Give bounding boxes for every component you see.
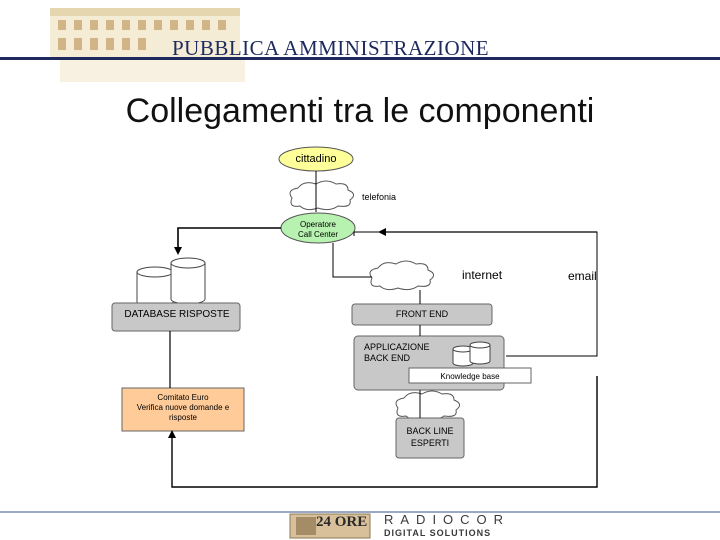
back-line-line-2: ESPERTI [410,438,450,448]
header-graphic [0,8,720,82]
front-end-box [351,303,493,326]
cittadino-label: cittadino [295,153,337,165]
link-loop-comitato [168,376,598,488]
knowledge-base-label: Knowledge base [440,372,500,381]
comitato-label: Comitato Euro Verifica nuove domande e r… [122,393,244,423]
slide-title: Collegamenti tra le componenti [125,92,595,130]
app-back-end-line-2: BACK END [364,353,411,363]
database-icon [136,257,206,308]
header-title: PUBBLICA AMMINISTRAZIONE [172,36,490,60]
knowledge-base-box [408,367,532,384]
internet-cloud-icon [369,260,434,291]
comitato-line-1: Comitato Euro [157,393,209,402]
back-line-label: BACK LINE ESPERTI [396,425,464,449]
link-operatore-internet [332,243,372,278]
back-line-box [395,417,465,459]
footer-brand-sub: DIGITAL SOLUTIONS [384,528,492,538]
comitato-line-3: risposte [168,413,197,422]
telefonia-label: telefonia [362,192,397,202]
comitato-box [121,387,245,432]
app-back-end-label: APPLICAZIONE BACK END [364,342,430,364]
link-operatore-database [174,227,281,255]
database-box [111,302,241,332]
database-label: DATABASE RISPOSTE [124,309,230,320]
operatore-label: Operatore Call Center [283,220,353,240]
knowledge-db-icon [452,341,491,367]
header-banner [0,0,720,88]
email-label: email [568,269,597,283]
footer-band [0,511,720,539]
back-line-line-1: BACK LINE [406,426,454,436]
front-end-label: FRONT END [395,309,449,319]
building-logo [50,8,245,82]
network-cloud-icon [395,390,460,421]
app-back-end-line-1: APPLICAZIONE [364,342,430,352]
operatore-line-1: Operatore [299,220,337,229]
internet-label: internet [462,268,503,282]
comitato-line-2: Verifica nuove domande e [136,403,230,412]
footer-brand: RADIOCOR [384,512,511,527]
telefonia-cloud-icon [289,180,354,211]
footer-logo-text: 24 ORE [316,514,368,530]
operatore-line-2: Call Center [297,230,338,239]
